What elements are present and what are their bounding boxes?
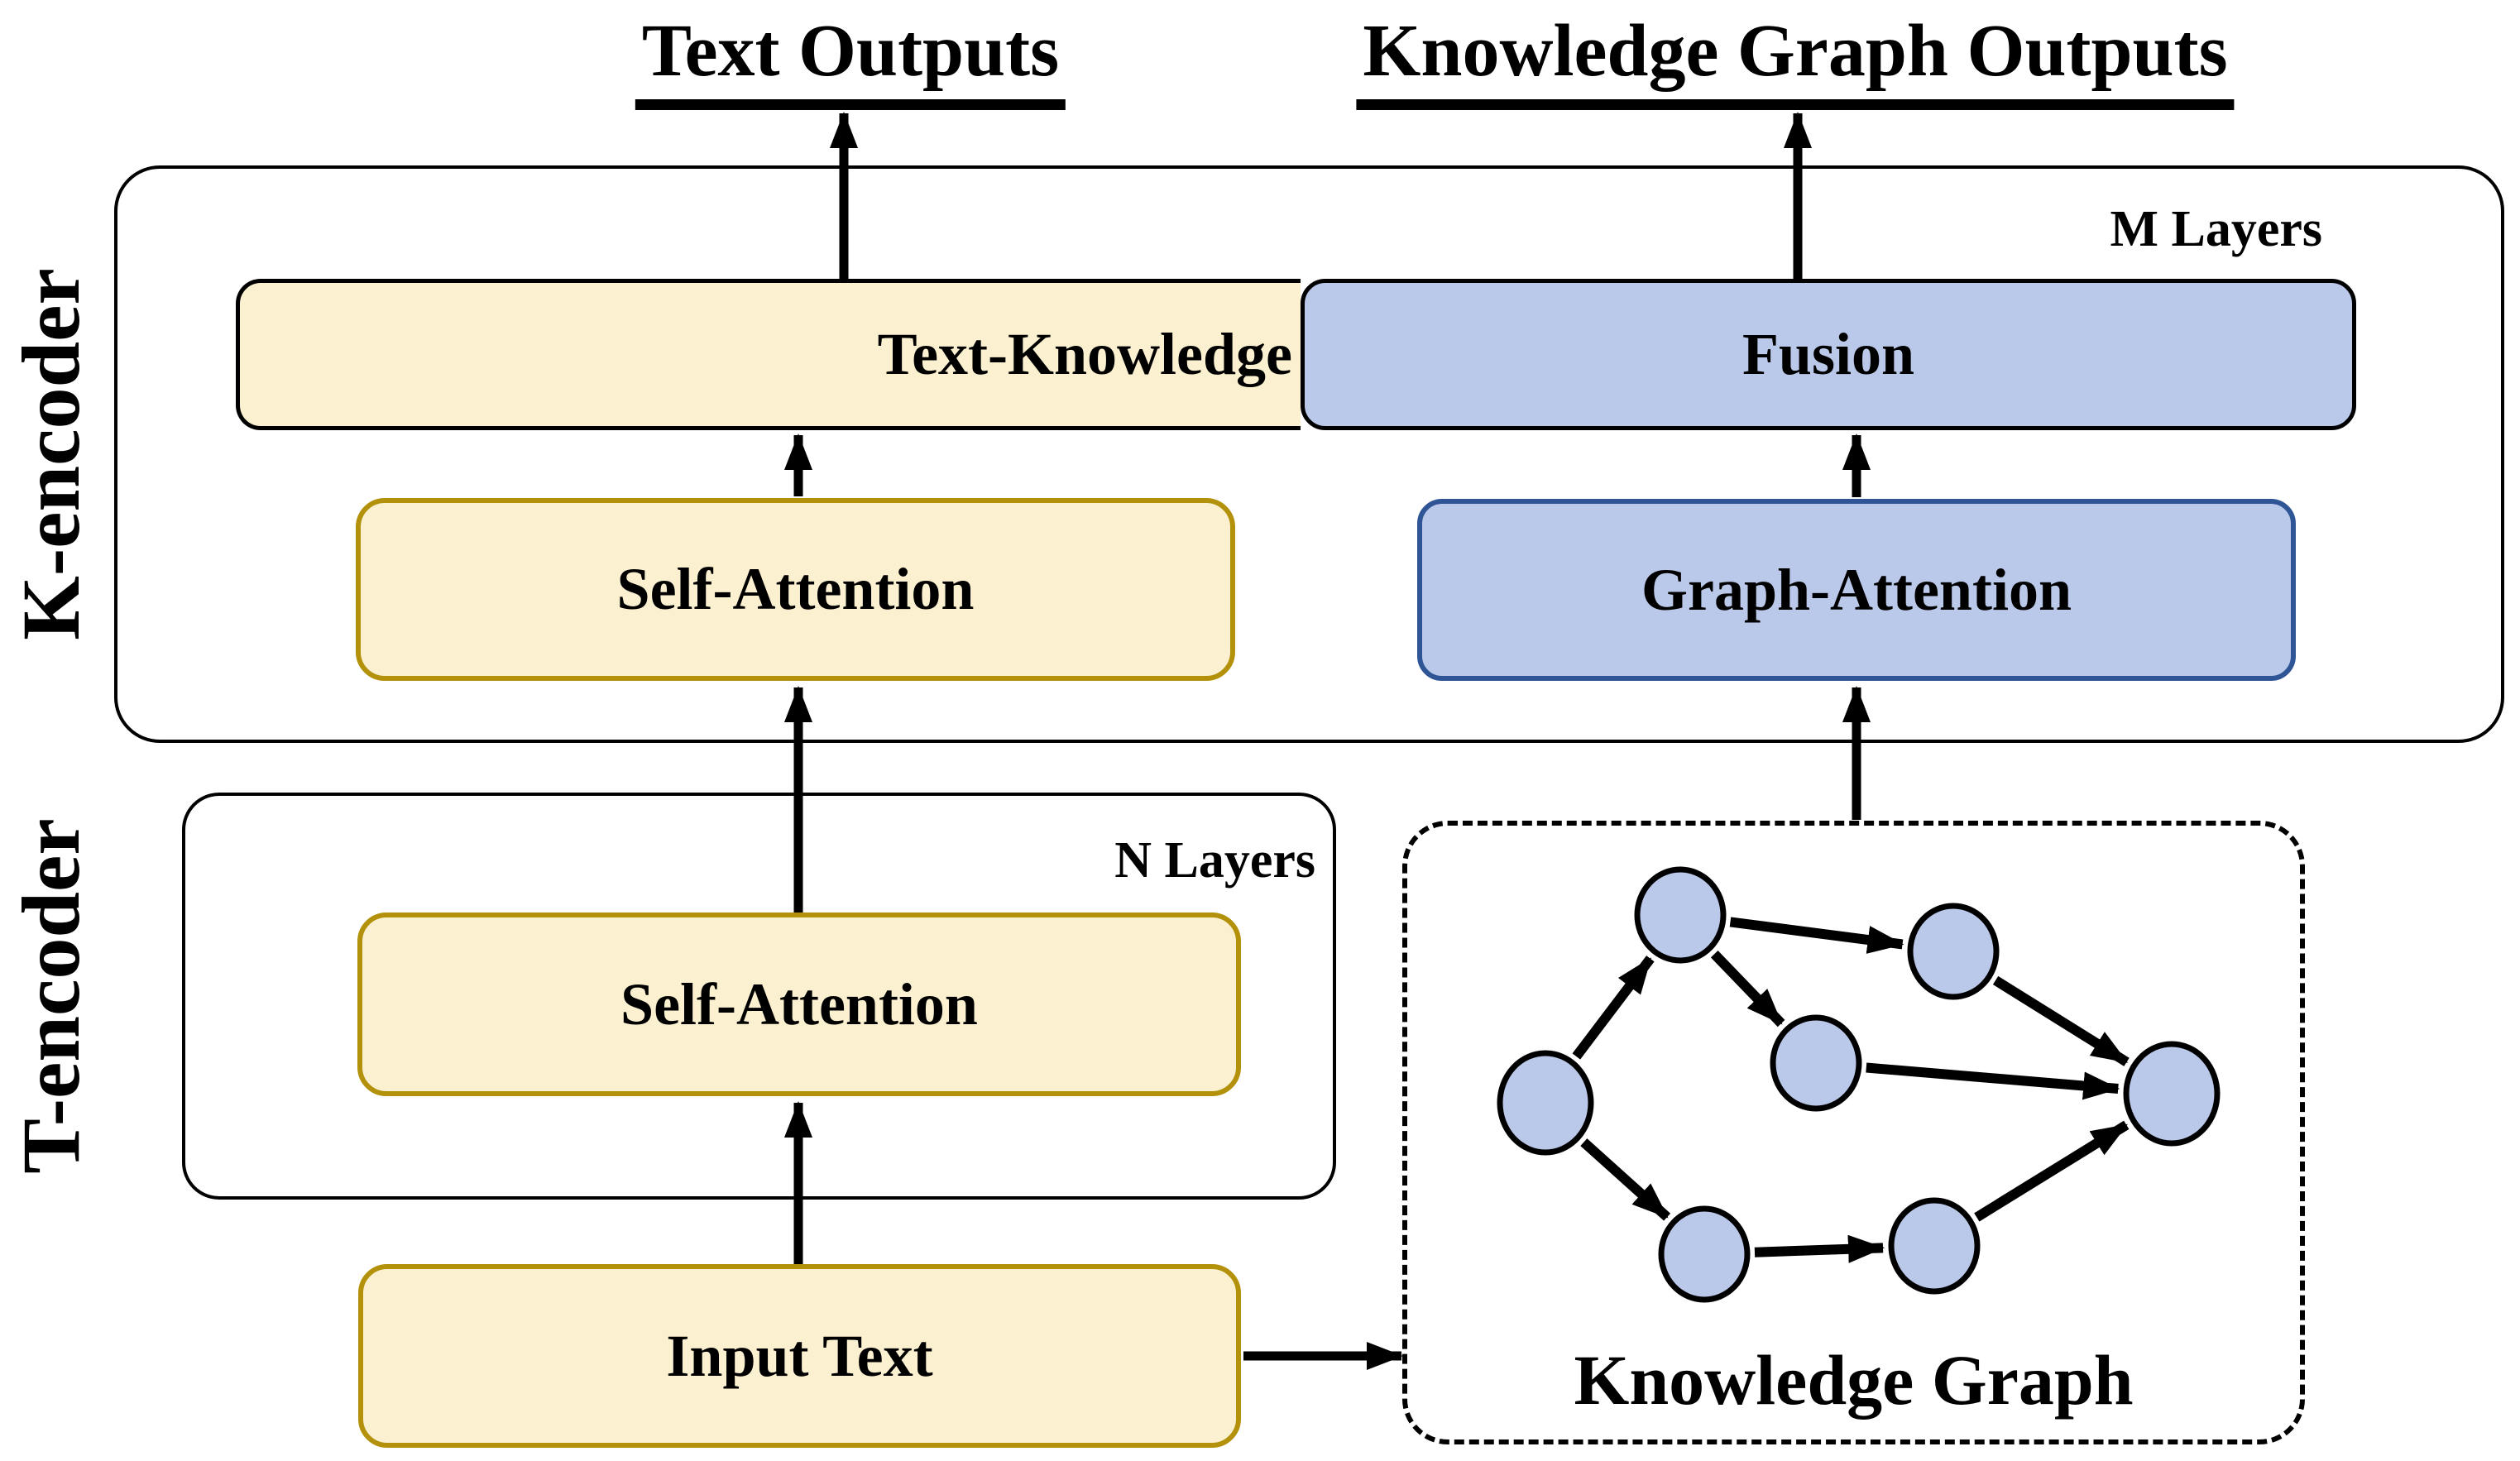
self-attention-k-label: Self-Attention xyxy=(616,556,975,622)
input-text-block: Input Text xyxy=(358,1264,1241,1448)
self-attention-t-block: Self-Attention xyxy=(357,913,1241,1096)
fusion-block: Fusion xyxy=(1301,279,2356,430)
kg-outputs-title: Knowledge Graph Outputs xyxy=(1356,12,2235,110)
input-text-label: Input Text xyxy=(666,1322,933,1389)
n-layers-label: N Layers xyxy=(1114,832,1315,889)
knowledge-graph-label: Knowledge Graph xyxy=(1574,1340,2134,1420)
t-encoder-label: T-encoder xyxy=(5,818,97,1174)
k-encoder-box xyxy=(114,165,2504,743)
t-encoder-box xyxy=(182,793,1336,1200)
text-knowledge-label: Text-Knowledge xyxy=(877,321,1292,387)
graph-attention-label: Graph-Attention xyxy=(1641,556,2072,623)
fusion-label: Fusion xyxy=(1741,321,1915,387)
graph-attention-block: Graph-Attention xyxy=(1417,499,2296,681)
self-attention-t-label: Self-Attention xyxy=(620,970,978,1037)
m-layers-label: M Layers xyxy=(2110,201,2322,257)
knowledge-graph-box: Knowledge Graph xyxy=(1402,821,2305,1444)
text-outputs-title: Text Outputs xyxy=(635,12,1066,110)
text-knowledge-block: Text-Knowledge xyxy=(236,279,1301,430)
self-attention-k-block: Self-Attention xyxy=(356,498,1235,681)
k-encoder-label: K-encoder xyxy=(5,268,97,640)
